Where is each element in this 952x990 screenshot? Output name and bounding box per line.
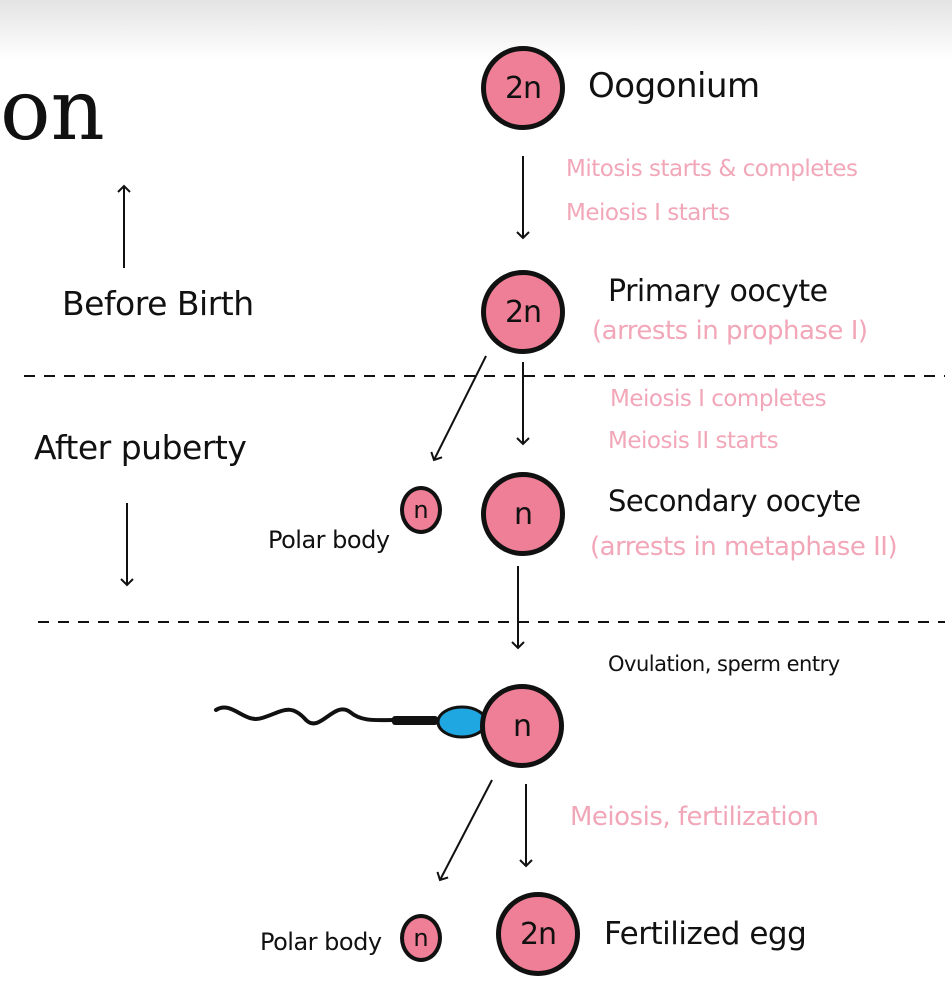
mitosis-note: Mitosis starts & completes bbox=[566, 156, 858, 182]
polar-body-2-cell: n bbox=[400, 914, 442, 962]
polar-body-1-cell: n bbox=[400, 486, 442, 534]
primary-oocyte-cell: 2n bbox=[481, 270, 565, 354]
meiosis-fertilization-note: Meiosis, fertilization bbox=[570, 802, 819, 832]
top-shadow bbox=[0, 0, 952, 60]
sperm-head bbox=[436, 705, 488, 739]
fertilized-ploidy: 2n bbox=[519, 916, 557, 952]
polar1-ploidy: n bbox=[413, 496, 429, 524]
ovulation-label: Ovulation, sperm entry bbox=[608, 652, 840, 676]
before-birth-label: Before Birth bbox=[62, 284, 254, 323]
fertilized-egg-cell: 2n bbox=[496, 892, 580, 976]
sperm-midpiece bbox=[392, 716, 438, 725]
oogonium-label: Oogonium bbox=[588, 66, 760, 106]
title-fragment: on bbox=[0, 61, 105, 159]
arrow-primary-polar bbox=[430, 355, 487, 462]
primary-oocyte-label: Primary oocyte bbox=[608, 274, 828, 309]
ovulated-oocyte-cell: n bbox=[480, 684, 564, 768]
ovulated-ploidy: n bbox=[512, 708, 532, 744]
meiosis1-starts-note: Meiosis I starts bbox=[566, 200, 730, 226]
sperm-tail bbox=[214, 705, 396, 726]
after-puberty-label: After puberty bbox=[34, 428, 247, 467]
primary-arrest-note: (arrests in prophase I) bbox=[592, 316, 868, 346]
primary-ploidy: 2n bbox=[504, 294, 542, 330]
fertilized-egg-label: Fertilized egg bbox=[604, 916, 807, 952]
polar-body-1-label: Polar body bbox=[268, 526, 390, 554]
polar-body-2-label: Polar body bbox=[260, 928, 382, 956]
oogonium-ploidy: 2n bbox=[504, 70, 542, 106]
polar2-ploidy: n bbox=[413, 924, 429, 952]
arrow-ovulated-polar bbox=[436, 779, 493, 882]
secondary-oocyte-label: Secondary oocyte bbox=[608, 484, 861, 518]
meiosis1-completes-note: Meiosis I completes bbox=[610, 386, 827, 412]
secondary-arrest-note: (arrests in metaphase II) bbox=[590, 532, 898, 562]
secondary-ploidy: n bbox=[513, 496, 533, 532]
meiosis2-starts-note: Meiosis II starts bbox=[608, 428, 779, 454]
oogonium-cell: 2n bbox=[481, 46, 565, 130]
secondary-oocyte-cell: n bbox=[481, 472, 565, 556]
